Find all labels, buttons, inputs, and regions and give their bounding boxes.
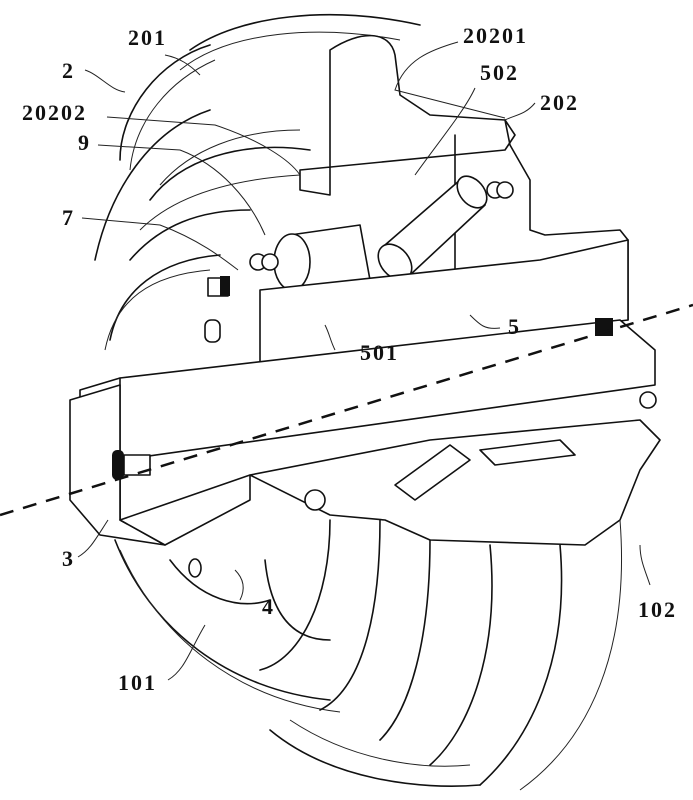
label-2: 2 xyxy=(62,58,75,83)
label-7: 7 xyxy=(62,205,75,230)
upper-housing xyxy=(94,14,421,351)
shaft-block-5 xyxy=(69,239,656,546)
center-axis xyxy=(0,303,693,517)
label-5: 5 xyxy=(508,314,521,339)
reference-labels: 2 201 20201 502 202 20202 9 7 5 501 3 4 … xyxy=(22,23,677,695)
label-101: 101 xyxy=(118,670,157,695)
roller-502 xyxy=(377,175,514,281)
label-501: 501 xyxy=(360,340,399,365)
bolt-7 xyxy=(204,276,230,343)
label-20202: 20202 xyxy=(22,100,87,125)
label-202: 202 xyxy=(540,90,579,115)
roller-9 xyxy=(249,224,371,291)
label-9: 9 xyxy=(78,130,91,155)
label-102: 102 xyxy=(638,597,677,622)
upper-bracket-202 xyxy=(299,34,629,321)
label-4: 4 xyxy=(262,594,275,619)
label-3: 3 xyxy=(62,546,75,571)
label-201: 201 xyxy=(128,25,167,50)
lower-drum xyxy=(114,519,623,791)
leader-lines xyxy=(77,41,651,681)
label-20201: 20201 xyxy=(463,23,528,48)
label-502: 502 xyxy=(480,60,519,85)
